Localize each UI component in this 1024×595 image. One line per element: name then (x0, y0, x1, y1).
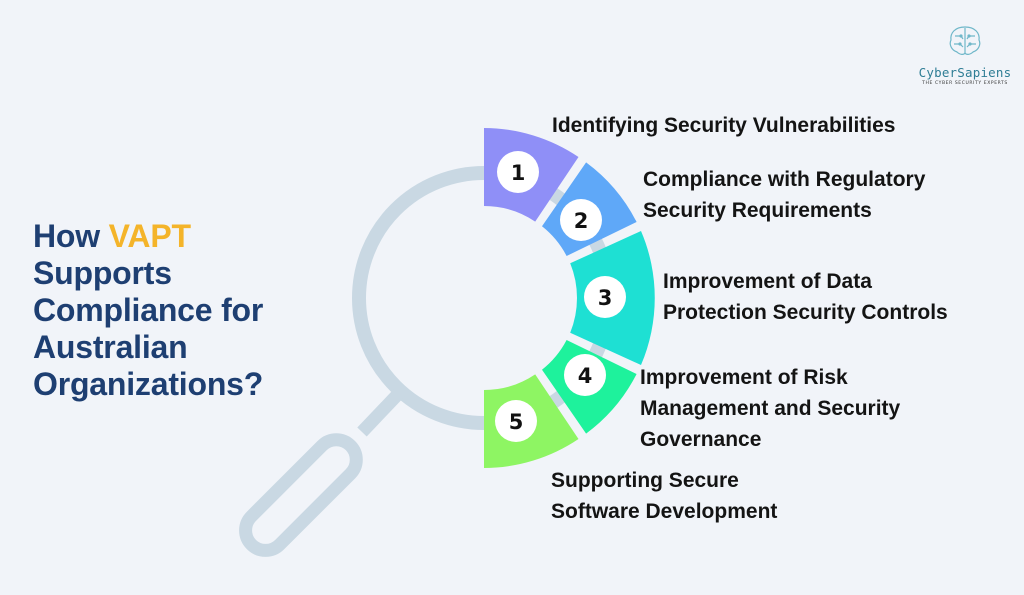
item-4-line-1: Improvement of Risk (640, 366, 848, 389)
segment-1-number: 1 (511, 161, 526, 185)
segment-3: 3 (570, 231, 655, 365)
title-line-5: Organizations? (33, 366, 264, 402)
item-1-label: Identifying Security Vulnerabilities (552, 110, 895, 141)
item-4-line-2: Management and Security (640, 397, 901, 420)
segment-5: 5 (484, 374, 579, 468)
item-1-line-1: Identifying Security Vulnerabilities (552, 114, 896, 137)
brain-circuit-icon (949, 26, 981, 55)
title-accent-vapt: VAPT (108, 218, 191, 254)
logo-tagline: THE CYBER SECURITY EXPERTS (922, 81, 1008, 86)
segment-3-number: 3 (598, 286, 613, 310)
item-3-label: Improvement of Data Protection Security … (663, 266, 948, 328)
segment-4: 4 (542, 340, 637, 434)
item-3-line-1: Improvement of Data (663, 270, 872, 293)
title-line-2: Supports (33, 255, 172, 291)
segment-2: 2 (542, 162, 637, 256)
segment-4-number: 4 (578, 364, 593, 388)
title-line-1: How VAPT (33, 218, 263, 255)
item-2-line-1: Compliance with Regulatory (643, 168, 926, 191)
segment-1: 1 (484, 128, 579, 222)
item-4-label: Improvement of Risk Management and Secur… (640, 362, 900, 455)
segment-5-number: 5 (509, 410, 524, 434)
item-5-line-2: Software Development (551, 500, 778, 523)
item-3-line-2: Protection Security Controls (663, 301, 948, 324)
magnifier-stem (357, 387, 405, 437)
title-line-3: Compliance for (33, 292, 264, 328)
logo-brand-name: CyberSapiens (918, 65, 1012, 80)
title-line-4: Australian (33, 329, 188, 365)
item-2-label: Compliance with Regulatory Security Requ… (643, 164, 925, 226)
cybersapiens-logo: CyberSapiens THE CYBER SECURITY EXPERTS (915, 24, 1015, 86)
segment-2-number: 2 (574, 209, 589, 233)
title-prefix: How (33, 218, 109, 254)
item-5-label: Supporting Secure Software Development (551, 465, 777, 527)
page-title: How VAPT Supports Compliance for Austral… (33, 218, 263, 403)
item-2-line-2: Security Requirements (643, 199, 872, 222)
magnifier-handle-icon (239, 433, 363, 557)
item-4-line-3: Governance (640, 428, 762, 451)
item-5-line-1: Supporting Secure (551, 469, 739, 492)
